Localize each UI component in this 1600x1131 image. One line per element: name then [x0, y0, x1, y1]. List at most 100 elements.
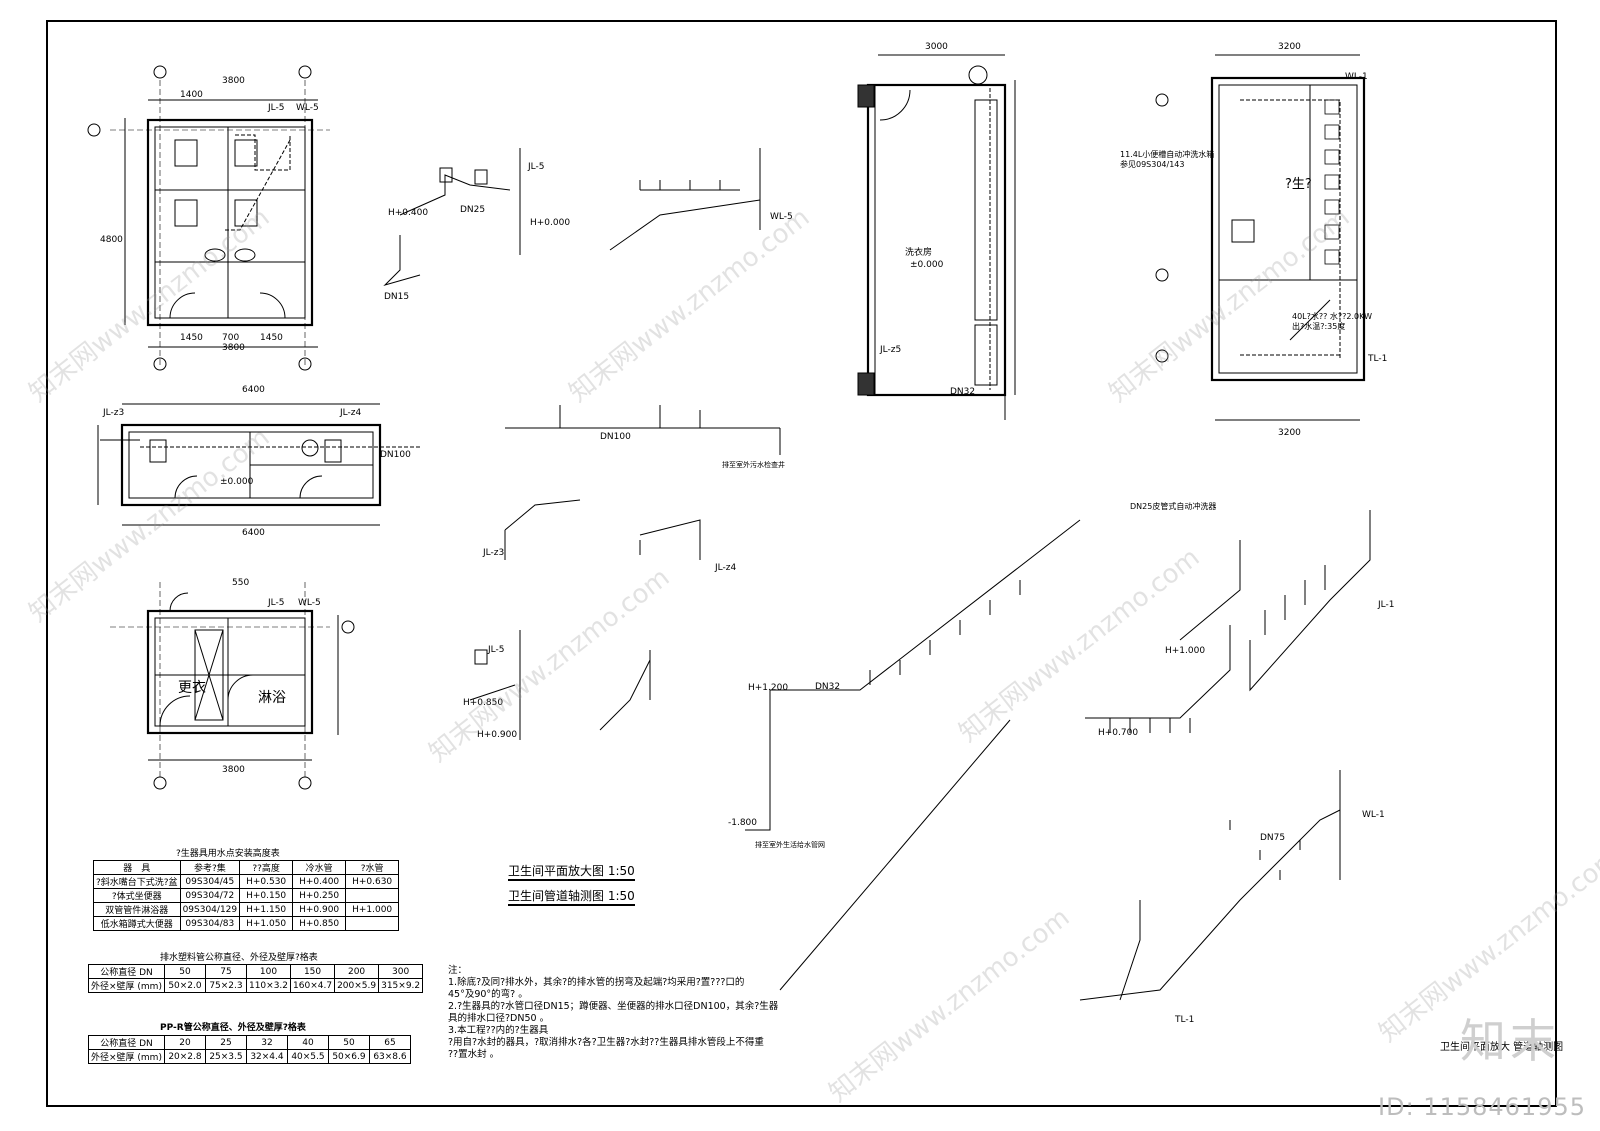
iso-label-h0700: H+0.700	[1098, 728, 1139, 738]
table-cell: 40	[286, 1035, 329, 1050]
iso-wl5-top	[609, 148, 761, 251]
iso-label-supply-net: 排至室外生活给水管网	[755, 841, 825, 849]
table-row: 公称直径 DN 20 25 32 40 50 65	[88, 1035, 411, 1050]
notes-line: 2.?生器具的?水管口径DN15；蹲便器、坐便器的排水口径DN100，其余?生器	[448, 1001, 779, 1012]
iso-label-tl1: TL-1	[1175, 1015, 1195, 1025]
p5-note2: 参见09S304/143	[1120, 160, 1185, 169]
table-cell: H+0.150	[239, 888, 294, 903]
brand-logo: 知末	[1460, 1014, 1560, 1068]
table3-caption: PP-R管公称直径、外径及壁厚?格表	[160, 1023, 306, 1033]
table-cell: 双管管件淋浴器	[93, 902, 181, 917]
ppr-pipe-table: 公称直径 DN 20 25 32 40 50 65 外径×壁厚 (mm) 20×…	[88, 1035, 411, 1064]
iso-label-wl1: WL-1	[1362, 810, 1385, 820]
general-notes: 注： 1.除底?及同?排水外，其余?的排水管的拐弯及起端?均采用?置???口的 …	[448, 965, 778, 1061]
table-cell: 公称直径 DN	[88, 964, 165, 979]
p1-pipe-jl5: JL-5	[268, 103, 285, 113]
p5-pipe-wl1: WL-1	[1345, 72, 1368, 82]
iso-jlz3	[504, 499, 581, 560]
p2-bottom-total: 6400	[242, 528, 265, 538]
table-cell: H+1.150	[239, 902, 294, 917]
plan-bathroom-1	[87, 65, 330, 371]
plan-bathroom-2	[97, 403, 420, 526]
table-cell: 09S304/83	[179, 916, 241, 931]
table-cell: 外径×壁厚 (mm)	[88, 1049, 165, 1064]
p4-room: 洗衣房	[905, 248, 933, 258]
table-cell: 50	[327, 1035, 370, 1050]
th-hot: ?水管	[345, 860, 400, 875]
iso-label-dn75: DN75	[1260, 833, 1286, 843]
p5-note3: 40L?水?? 水??2.0KW	[1292, 312, 1373, 321]
iso-jl5-top	[383, 148, 521, 287]
table-cell: 32	[245, 1035, 288, 1050]
p5-room: ?生?	[1285, 177, 1312, 192]
p4-dim-3000: 3000	[925, 42, 948, 52]
iso-label-jl1: JL-1	[1378, 600, 1395, 610]
p1-bot-1450a: 1450	[180, 333, 203, 343]
iso-label-h0900: H+0.900	[477, 730, 518, 740]
p4-level: ±0.000	[910, 260, 944, 270]
table-cell: 300	[378, 964, 424, 979]
table-cell: 75×2.3	[204, 978, 247, 993]
table-cell: 150	[290, 964, 336, 979]
notes-line: 3.本工程??内的?生器具	[448, 1025, 549, 1036]
iso-wl5-bottom	[599, 650, 651, 731]
table-row: 外径×壁厚 (mm) 20×2.8 25×3.5 32×4.4 40×5.5 5…	[88, 1049, 411, 1064]
table-cell: 50×6.9	[327, 1049, 370, 1064]
p1-bot-3800: 3800	[222, 343, 245, 353]
plan-public-toilet	[1155, 54, 1366, 421]
drain-pipe-table: 公称直径 DN 50 75 100 150 200 300 外径×壁厚 (mm)…	[88, 964, 424, 993]
table-cell: 40×5.5	[286, 1049, 329, 1064]
iso-label-dn25: DN25	[460, 205, 486, 215]
iso-label-minus1800: -1.800	[728, 818, 758, 828]
table2-caption: 排水塑料管公称直径、外径及壁厚?格表	[160, 953, 318, 963]
plan-laundry	[857, 54, 1016, 420]
iso-label-jlz4: JL-z4	[715, 563, 737, 573]
th-fixture: 器 具	[93, 860, 181, 875]
iso-label-jlz3: JL-z3	[483, 548, 505, 558]
p1-total-dim: 3800	[222, 76, 245, 86]
table-cell: 200	[334, 964, 380, 979]
iso-label-wl5: WL-5	[770, 212, 793, 222]
p5-bottom-3200: 3200	[1278, 428, 1301, 438]
th-height: ??高度	[239, 860, 294, 875]
table-cell: H+0.250	[292, 888, 347, 903]
table-cell: H+0.630	[345, 874, 400, 889]
table-cell: 25×3.5	[204, 1049, 247, 1064]
notes-line: ??置水封 。	[448, 1049, 500, 1060]
sheet-border	[46, 20, 1557, 1107]
iso-label-dn100: DN100	[600, 432, 631, 442]
notes-line: ?用自?水封的器具，?取消排水?各?卫生器?水封??生器具排水管段上不得重	[448, 1037, 764, 1048]
table-cell: 63×8.6	[368, 1049, 411, 1064]
notes-line: 具的排水口径?DN50 。	[448, 1013, 550, 1024]
p3-room-shower: 淋浴	[258, 690, 286, 706]
iso-label-h0400: H+0.400	[388, 208, 429, 218]
table-cell: 50×2.0	[163, 978, 206, 993]
p4-pipe-dn32: DN32	[950, 387, 976, 397]
iso-label-flushvalve: DN25皮管式自动冲洗器	[1130, 502, 1217, 511]
p3-pipe-jl5: JL-5	[268, 598, 285, 608]
table-cell: H+0.900	[292, 902, 347, 917]
iso-label-sewer: 排至室外污水检查井	[722, 461, 785, 469]
p2-dn100: DN100	[380, 450, 411, 460]
table-cell: 32×4.4	[245, 1049, 288, 1064]
iso-drain-middle	[505, 405, 781, 455]
th-cold: 冷水管	[292, 860, 347, 875]
p2-pipe-jlz3: JL-z3	[103, 408, 125, 418]
p2-total-dim: 6400	[242, 385, 265, 395]
p1-side-4800: 4800	[100, 235, 123, 245]
iso-laundry-supply	[745, 519, 1081, 991]
p3-dim-550: 550	[232, 578, 250, 588]
p5-note1: 11.4L小便槽自动冲洗水箱	[1120, 150, 1215, 159]
iso-title: 卫生间管道轴测图 1:50	[508, 887, 635, 906]
table-header-row: 器 具 参考?集 ??高度 冷水管 ?水管	[93, 860, 400, 875]
table-cell: 低水箱蹲式大便器	[93, 916, 181, 931]
plan-title: 卫生间平面放大图 1:50	[508, 862, 635, 881]
table-cell: ?斜水嘴台下式洗?盆	[93, 874, 181, 889]
table-cell: H+0.400	[292, 874, 347, 889]
notes-head: 注：	[448, 965, 468, 976]
